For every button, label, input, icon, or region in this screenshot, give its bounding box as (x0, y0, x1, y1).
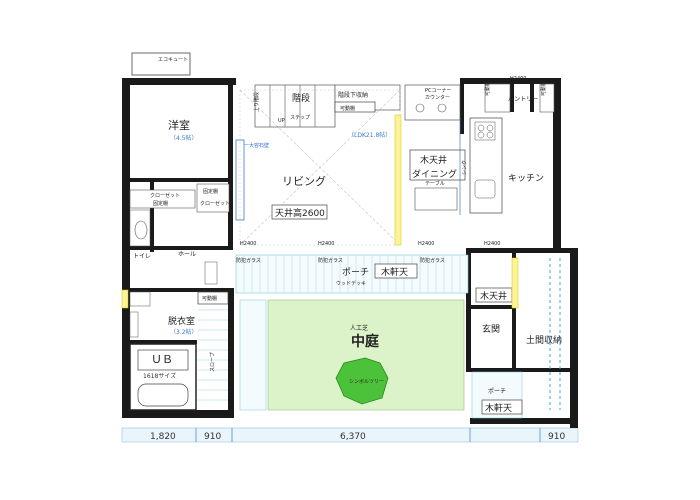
artificial-turf-label: 人工芝 (350, 324, 368, 332)
fixed-shelf-label: 固定棚 (203, 188, 218, 195)
security-glass-3: 防犯ガラス (420, 257, 445, 264)
wood-deck (235, 254, 469, 294)
dimension-1820: 1,820 (150, 432, 176, 442)
kitchen-label: キッチン (508, 173, 544, 184)
unit-bath-label: ＵＢ (151, 353, 173, 366)
wood-eaves-ceiling-2: 木軒天 (485, 402, 512, 414)
ceiling-height-label: 天井高2600 (275, 207, 325, 219)
dimension-910-right: 910 (548, 432, 565, 442)
dressing-room-label: 脱衣室 (168, 315, 195, 327)
western-room-size: （4.5帖） (170, 134, 198, 142)
pc-corner-label: PCコーナー (425, 88, 452, 94)
stairs-label: 階段 (292, 92, 310, 104)
toilet-fixture (134, 220, 148, 240)
wood-ceiling-label-1: 木天井 (420, 154, 447, 166)
stairs (254, 84, 336, 128)
eco-cute-label: エコキュート (158, 57, 188, 63)
sink-label: シンク (462, 160, 468, 175)
stairs-step-label: ステップ (290, 115, 310, 121)
stone-wall-note: 一大容石壁 (244, 142, 269, 149)
security-glass-2: 防犯ガラス (318, 257, 343, 264)
pantry-label: パントリー (508, 96, 538, 103)
movable-shelf-1: 可動棚 (340, 105, 355, 112)
entrance-label: 玄関 (482, 323, 500, 335)
porch-label-1: ポーチ (342, 267, 369, 278)
unit-bath-size: 1618サイズ (143, 372, 176, 380)
h2400-label-b: H2400 (318, 241, 334, 247)
movable-shelf-3: 可動棚 (540, 81, 547, 96)
eco-cute-unit (131, 52, 191, 76)
closet-right-label: クローゼット (200, 200, 230, 207)
courtyard-label: 中庭 (351, 333, 380, 350)
pc-corner (404, 84, 461, 121)
dimension-6370: 6,370 (340, 432, 366, 442)
h2400-label-a: H2400 (240, 241, 256, 247)
symbol-tree (335, 357, 389, 405)
western-room-label: 洋室 (168, 118, 190, 132)
dimension-band (121, 427, 579, 443)
pc-counter-label: カウンター (425, 94, 450, 101)
h2400-label-e: H2400 (510, 76, 526, 82)
dressing-room-size: （3.2帖） (170, 328, 198, 336)
closet-left-label: クローゼット (150, 192, 180, 199)
movable-shelf-4: 可動棚 (202, 295, 217, 302)
under-stair-storage-label: 階段下収納 (338, 91, 368, 99)
hall-label: ホール (178, 251, 196, 258)
slope-label: スロープ (210, 352, 216, 372)
porch-label-2: ポーチ (488, 387, 506, 395)
dining-label: ダイニング (412, 168, 457, 180)
closet-left-sub: 固定棚 (153, 200, 168, 207)
dining-table (414, 187, 458, 211)
bathtub (137, 383, 189, 407)
ldk-size: （LDK21.8帖） (348, 131, 391, 139)
movable-shelf-2: 可動棚 (484, 81, 491, 96)
wood-ceiling-label-2: 木天井 (480, 290, 507, 302)
dimension-910-left: 910 (204, 432, 221, 442)
toilet-label: トイレ (133, 253, 151, 260)
stairs-ascending-label: 上り階段 (253, 92, 260, 112)
living-label: リビング (282, 174, 326, 188)
h2400-label-c: H2400 (418, 241, 434, 247)
stairs-up-label: UP (278, 118, 285, 124)
wood-deck-label: ウッドデッキ (336, 280, 366, 287)
table-label: テーブル (425, 180, 445, 187)
security-glass-1: 防犯ガラス (236, 257, 261, 264)
earthen-storage-label: 土間収納 (526, 334, 562, 346)
symbol-tree-label: シンボルツリー (349, 378, 384, 385)
wood-eaves-ceiling-1: 木軒天 (381, 266, 408, 278)
h2400-label-d: H2400 (484, 241, 500, 247)
